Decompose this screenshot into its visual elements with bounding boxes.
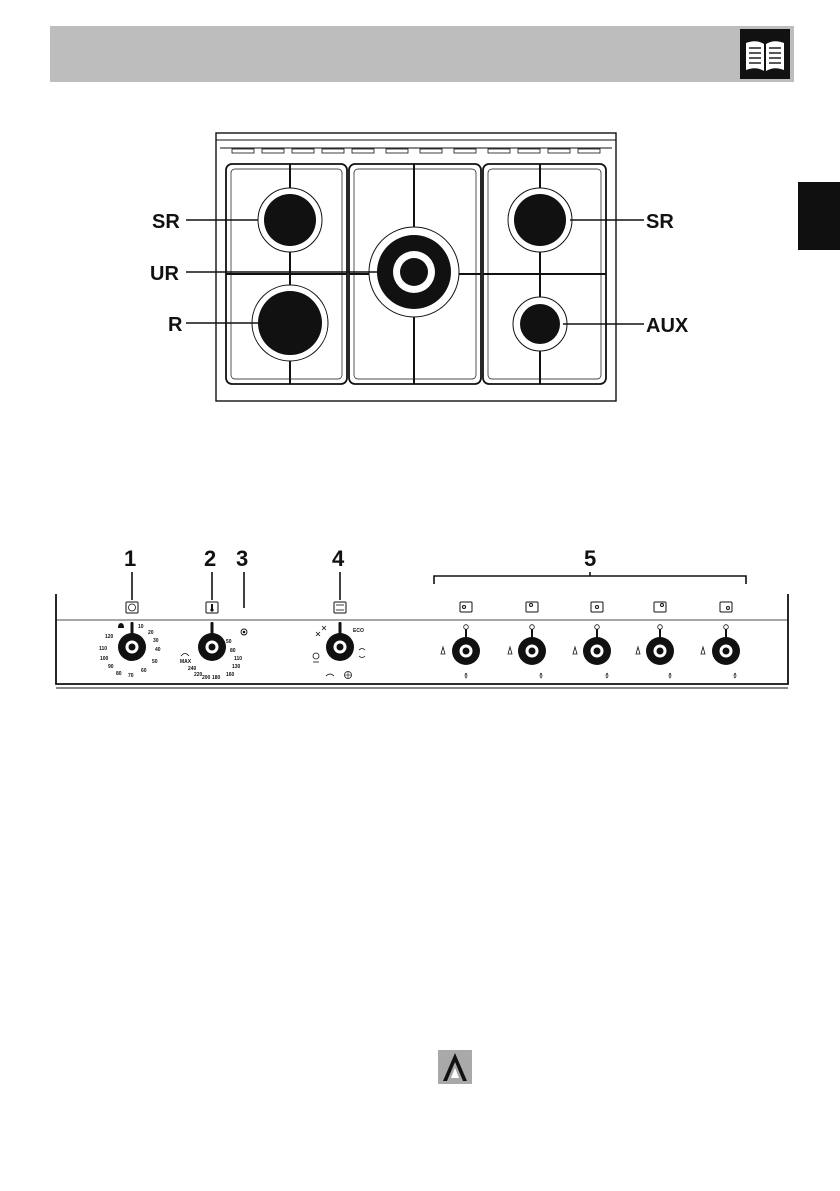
panel-number-4: 4 — [332, 546, 345, 571]
thermostat-tick-160: 160 — [226, 672, 235, 678]
burner-semi-rapid-left — [258, 188, 322, 252]
label-ur: UR — [150, 263, 179, 285]
control-panel — [56, 594, 788, 688]
bell-icon — [118, 623, 124, 628]
thermostat-tick-180: 180 — [212, 675, 221, 681]
thermostat-tick-50: 50 — [226, 639, 232, 645]
burner-knob-2[interactable] — [508, 625, 546, 678]
timer-tick-90: 90 — [108, 664, 114, 670]
burner-position-symbols — [460, 602, 732, 612]
panel-number-1: 1 — [124, 546, 136, 571]
timer-tick-30: 30 — [153, 638, 159, 644]
timer-tick-70: 70 — [128, 673, 134, 679]
label-sr-right: SR — [646, 211, 674, 233]
burner-knob-1[interactable] — [441, 625, 480, 678]
grill-icon — [181, 654, 189, 657]
function-selector-knob[interactable] — [326, 622, 354, 661]
top-bottom-heat-icon — [359, 649, 365, 658]
thermostat-light — [241, 629, 247, 635]
thermostat-tick-130: 130 — [232, 664, 241, 670]
burner-semi-rapid-right — [508, 188, 572, 252]
bottom-heat-icon — [326, 674, 334, 676]
burner-knob-5[interactable] — [701, 625, 740, 678]
label-r: R — [168, 314, 183, 336]
fan-grill-icon — [313, 653, 319, 662]
timer-tick-20: 20 — [148, 630, 154, 636]
fan-icon — [345, 672, 352, 679]
thermostat-tick-110: 110 — [234, 656, 242, 662]
oven-function-symbol — [334, 602, 346, 613]
thermostat-knob[interactable] — [198, 622, 226, 661]
timer-tick-80: 80 — [116, 671, 122, 677]
panel-number-3: 3 — [236, 546, 248, 571]
thermometer-symbol — [206, 602, 218, 613]
timer-tick-40: 40 — [155, 647, 161, 653]
timer-tick-110: 110 — [99, 646, 107, 652]
timer-tick-60: 60 — [141, 668, 147, 674]
timer-tick-120: 120 — [105, 634, 114, 640]
burner-auxiliary — [513, 297, 567, 351]
panel-number-5: 5 — [584, 546, 596, 571]
timer-tick-50: 50 — [152, 659, 158, 665]
function-eco-label: ECO — [353, 628, 364, 634]
timer-tick-100: 100 — [100, 656, 109, 662]
burner-knob-4[interactable] — [636, 625, 674, 678]
timer-tick-10: 10 — [138, 624, 144, 630]
label-sr-left: SR — [152, 211, 180, 233]
panel-number-2: 2 — [204, 546, 216, 571]
thermostat-tick-80: 80 — [230, 648, 236, 654]
burner-knob-3[interactable] — [573, 625, 611, 678]
thermostat-tick-200: 200 — [202, 675, 211, 681]
timer-symbol — [126, 602, 138, 613]
burner-rapid — [252, 285, 328, 361]
burner-ultra-rapid — [369, 227, 459, 317]
defrost-icon — [316, 626, 326, 636]
flame-warning-icon — [438, 1050, 472, 1084]
label-aux: AUX — [646, 315, 689, 337]
thermostat-tick-max: MAX — [180, 659, 192, 665]
